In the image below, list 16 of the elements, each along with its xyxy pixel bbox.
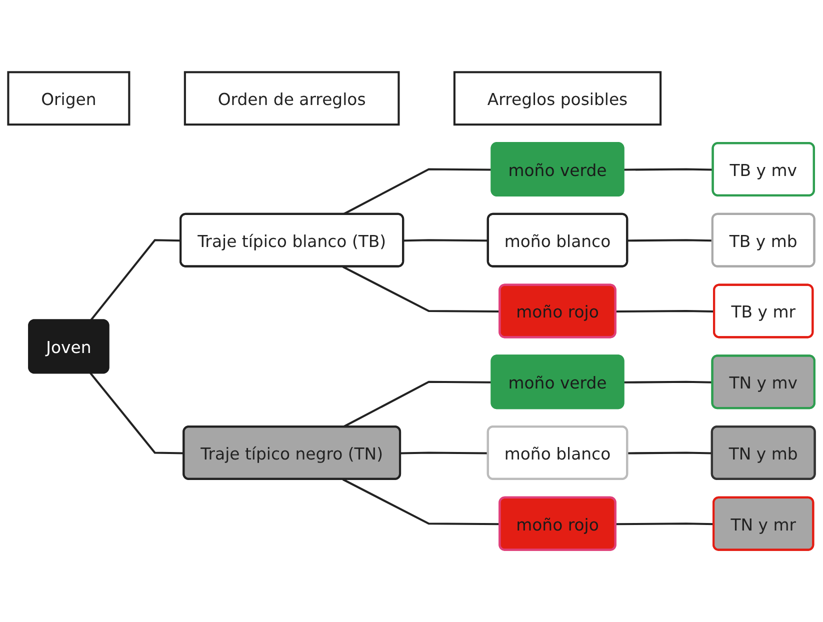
node-box: Orden de arreglos (184, 71, 400, 126)
node-box: Arreglos posibles (453, 71, 662, 126)
node-box: Origen (7, 71, 130, 126)
connector (342, 380, 492, 428)
connector (342, 478, 500, 526)
connector (90, 372, 184, 454)
connector (342, 266, 500, 313)
connector (90, 239, 182, 322)
connector (624, 168, 714, 171)
connector (404, 239, 488, 242)
connector (616, 310, 715, 313)
connector (616, 522, 714, 526)
connector (624, 380, 713, 384)
connector (628, 239, 713, 242)
connector (628, 452, 712, 454)
connector (400, 452, 488, 454)
